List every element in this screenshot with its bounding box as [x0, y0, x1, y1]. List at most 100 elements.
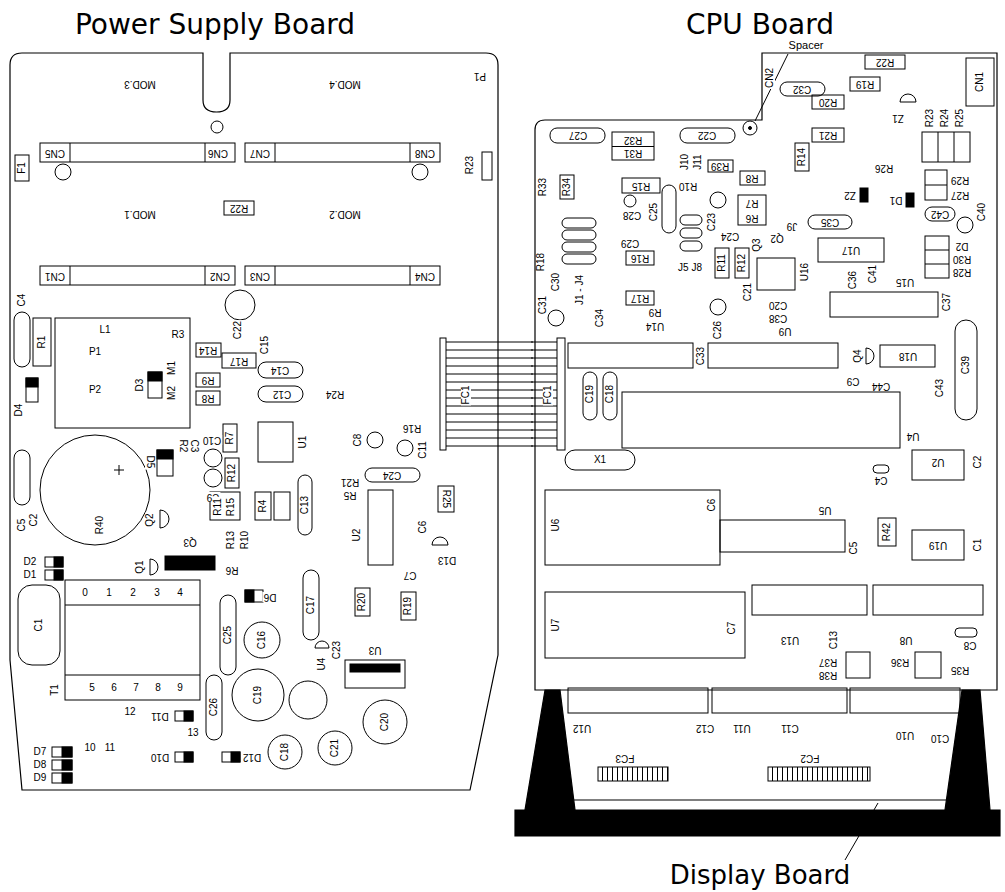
pin-number: 1 [105, 588, 113, 598]
component-outline [795, 143, 809, 171]
component-outline [626, 251, 654, 265]
component-outline [708, 160, 733, 172]
part-label: C8 [353, 433, 363, 448]
component-outline [224, 201, 254, 215]
part-label: R15 [631, 181, 651, 191]
component-outline [743, 121, 757, 135]
component-outline [740, 171, 765, 185]
part-label: T1 [50, 683, 60, 697]
component-outline [318, 731, 352, 765]
board-title: CPU Board [686, 10, 834, 41]
pin-number: 7 [132, 683, 140, 693]
component-outline [52, 747, 72, 757]
pin-number: 13 [186, 728, 199, 738]
component-outline [367, 432, 383, 448]
circuit-board: Power Supply Board [8, 50, 502, 795]
component-outline [846, 652, 870, 678]
component-outline [365, 468, 420, 482]
part-label: C23 [332, 640, 342, 660]
part-label: R5 [343, 490, 358, 500]
component-outline [275, 266, 410, 285]
component-outline [598, 767, 668, 781]
component-outline [196, 343, 221, 357]
component-outline [350, 664, 400, 672]
part-label: C28 [622, 210, 642, 220]
part-label: C10 [930, 733, 950, 743]
part-label: R14 [198, 345, 218, 355]
board-outline [535, 53, 997, 690]
component-outline [258, 386, 303, 402]
part-label: R36 [890, 657, 910, 667]
part-label: R8 [201, 393, 216, 403]
part-label: MOD.3 [123, 79, 157, 89]
component-outline [812, 95, 844, 109]
part-label: M2 [167, 385, 177, 401]
part-label: C7 [403, 570, 418, 580]
part-label: R2 [178, 439, 188, 454]
part-label: CN1 [44, 271, 66, 281]
part-label: C8 [963, 640, 978, 650]
part-label: R11 [717, 253, 727, 273]
component-outline [922, 132, 970, 162]
part-label: R13 [226, 530, 236, 550]
part-label: R28 [952, 267, 972, 277]
component-outline [680, 128, 735, 143]
part-label: C24 [382, 470, 402, 480]
component-outline [955, 628, 977, 637]
part-label: L1 [98, 325, 111, 335]
part-label: D6 [263, 592, 278, 602]
component-outline [873, 585, 983, 615]
part-label: R26 [874, 163, 894, 173]
component-outline [222, 752, 240, 762]
component-outline [148, 372, 162, 398]
part-label: Q3 [182, 537, 197, 547]
part-label: MOD.4 [328, 79, 362, 89]
psb-components [14, 121, 492, 783]
component-outline [830, 292, 938, 317]
part-label: R23 [925, 108, 935, 128]
component-outline [612, 132, 654, 160]
leader-line [755, 54, 788, 121]
part-label: M1 [167, 360, 177, 376]
part-label: C23 [707, 212, 717, 232]
part-label: U15 [895, 277, 915, 287]
component-outline [757, 258, 795, 290]
part-label: D12 [242, 752, 262, 762]
part-label: C5 [849, 541, 859, 556]
pin-number: 3 [153, 588, 161, 598]
part-label: D2 [955, 241, 970, 251]
component-outline [850, 688, 960, 713]
pin-number: 6 [110, 683, 118, 693]
component-outline [912, 450, 964, 480]
part-label: C21 [330, 738, 340, 758]
part-label: Q1 [135, 559, 145, 574]
component-outline [220, 595, 236, 675]
part-label: C37 [942, 292, 952, 312]
part-label: U4 [317, 657, 327, 672]
component-outline [55, 164, 71, 180]
component-outline [860, 188, 868, 202]
component-outline [550, 128, 605, 143]
part-label: R12 [227, 463, 237, 483]
part-label: C18 [605, 384, 615, 404]
component-outline [184, 711, 193, 721]
component-outline [165, 556, 215, 570]
component-outline [26, 378, 38, 387]
part-label: D1 [23, 570, 38, 580]
component-outline [957, 217, 973, 233]
component-outline [612, 146, 654, 147]
part-label: C1 [973, 538, 983, 553]
component-outline [40, 143, 235, 162]
component-outline [232, 669, 284, 721]
part-label: R27 [950, 190, 970, 200]
part-label: R32 [623, 135, 643, 145]
part-label: R24 [325, 389, 345, 399]
part-label: R9 [648, 307, 663, 317]
part-label: R21 [818, 130, 838, 140]
part-label: CN2 [765, 67, 775, 89]
part-label: J9 [786, 221, 799, 231]
component-outline [562, 218, 596, 228]
part-label: C26 [209, 697, 219, 717]
part-label: CN3 [249, 271, 271, 281]
part-label: C20 [380, 712, 390, 732]
